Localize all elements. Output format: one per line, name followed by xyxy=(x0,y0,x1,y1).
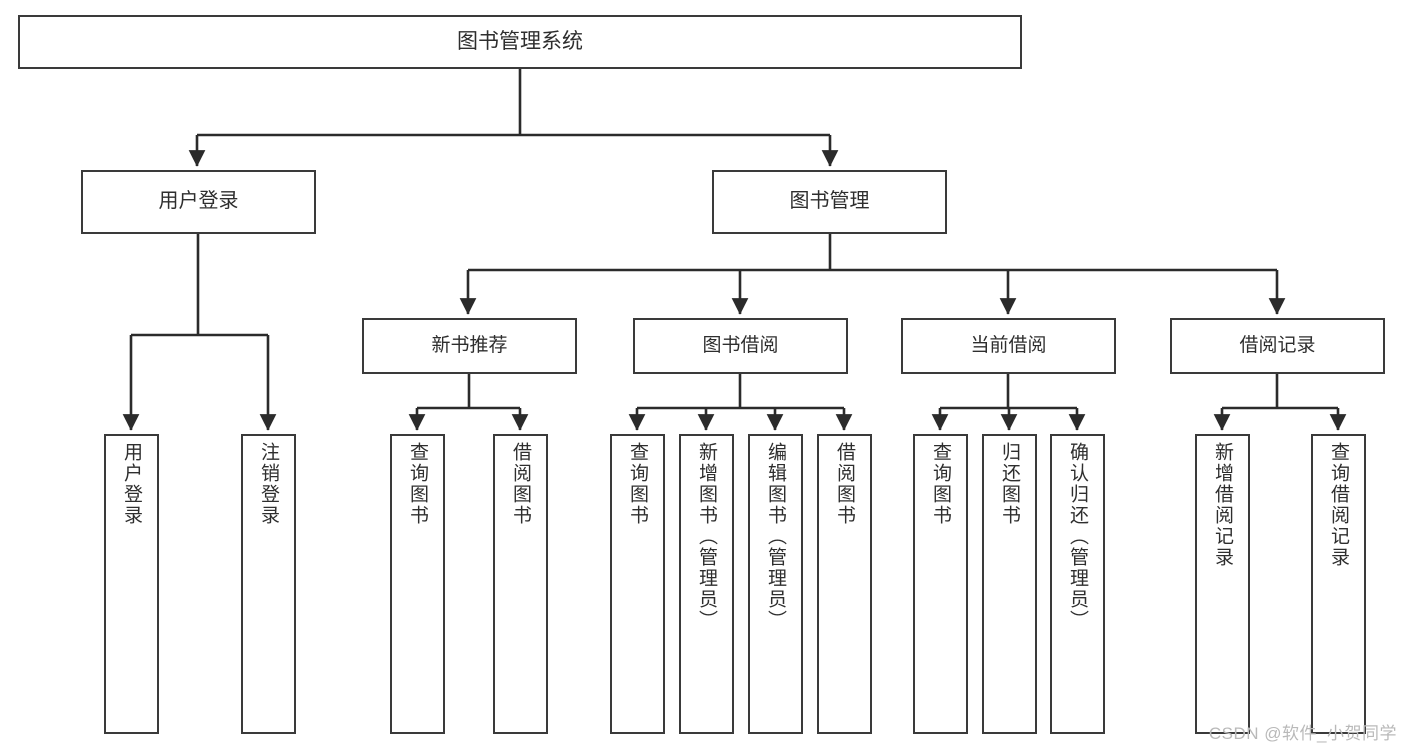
node-label: 当前借阅 xyxy=(970,334,1047,356)
leaf-book-borrow-query-book[interactable]: 查询图书 xyxy=(610,434,665,734)
leaf-label: 归还图书 xyxy=(999,442,1020,526)
leaf-label: 查询借阅记录 xyxy=(1328,442,1349,568)
node-label: 新书推荐 xyxy=(431,334,508,356)
node-label: 用户登录 xyxy=(158,190,239,213)
leaf-label: 查询图书 xyxy=(930,442,951,526)
node-book-management[interactable]: 图书管理 xyxy=(712,170,947,234)
node-book-borrow[interactable]: 图书借阅 xyxy=(633,318,848,374)
node-borrow-record[interactable]: 借阅记录 xyxy=(1170,318,1385,374)
node-label: 图书借阅 xyxy=(702,334,779,356)
node-current-borrow[interactable]: 当前借阅 xyxy=(901,318,1116,374)
node-user-login[interactable]: 用户登录 xyxy=(81,170,316,234)
leaf-label: 注销登录 xyxy=(258,442,279,526)
leaf-label: 确认归还（管理员） xyxy=(1067,442,1088,631)
node-root-book-management-system[interactable]: 图书管理系统 xyxy=(18,15,1022,69)
node-label: 图书管理系统 xyxy=(457,29,583,53)
leaf-new-book-query-book[interactable]: 查询图书 xyxy=(390,434,445,734)
leaf-current-borrow-return-book[interactable]: 归还图书 xyxy=(982,434,1037,734)
leaf-borrow-record-query-record[interactable]: 查询借阅记录 xyxy=(1311,434,1366,734)
leaf-current-borrow-confirm-return-admin[interactable]: 确认归还（管理员） xyxy=(1050,434,1105,734)
leaf-borrow-record-add-record[interactable]: 新增借阅记录 xyxy=(1195,434,1250,734)
leaf-label: 借阅图书 xyxy=(834,442,855,526)
leaf-new-book-borrow-book[interactable]: 借阅图书 xyxy=(493,434,548,734)
leaf-book-borrow-borrow-book[interactable]: 借阅图书 xyxy=(817,434,872,734)
leaf-label: 编辑图书（管理员） xyxy=(765,442,786,631)
leaf-label: 查询图书 xyxy=(627,442,648,526)
leaf-label: 借阅图书 xyxy=(510,442,531,526)
leaf-user-login-logout[interactable]: 注销登录 xyxy=(241,434,296,734)
leaf-label: 查询图书 xyxy=(407,442,428,526)
leaf-book-borrow-edit-book-admin[interactable]: 编辑图书（管理员） xyxy=(748,434,803,734)
csdn-watermark: CSDN @软件_小贺同学 xyxy=(1208,724,1397,743)
leaf-label: 新增图书（管理员） xyxy=(696,442,717,631)
leaf-label: 用户登录 xyxy=(121,442,142,526)
node-label: 图书管理 xyxy=(789,190,870,213)
leaf-user-login-login[interactable]: 用户登录 xyxy=(104,434,159,734)
leaf-current-borrow-query-book[interactable]: 查询图书 xyxy=(913,434,968,734)
leaf-book-borrow-add-book-admin[interactable]: 新增图书（管理员） xyxy=(679,434,734,734)
node-label: 借阅记录 xyxy=(1239,334,1316,356)
leaf-label: 新增借阅记录 xyxy=(1212,442,1233,568)
node-new-book-recommend[interactable]: 新书推荐 xyxy=(362,318,577,374)
